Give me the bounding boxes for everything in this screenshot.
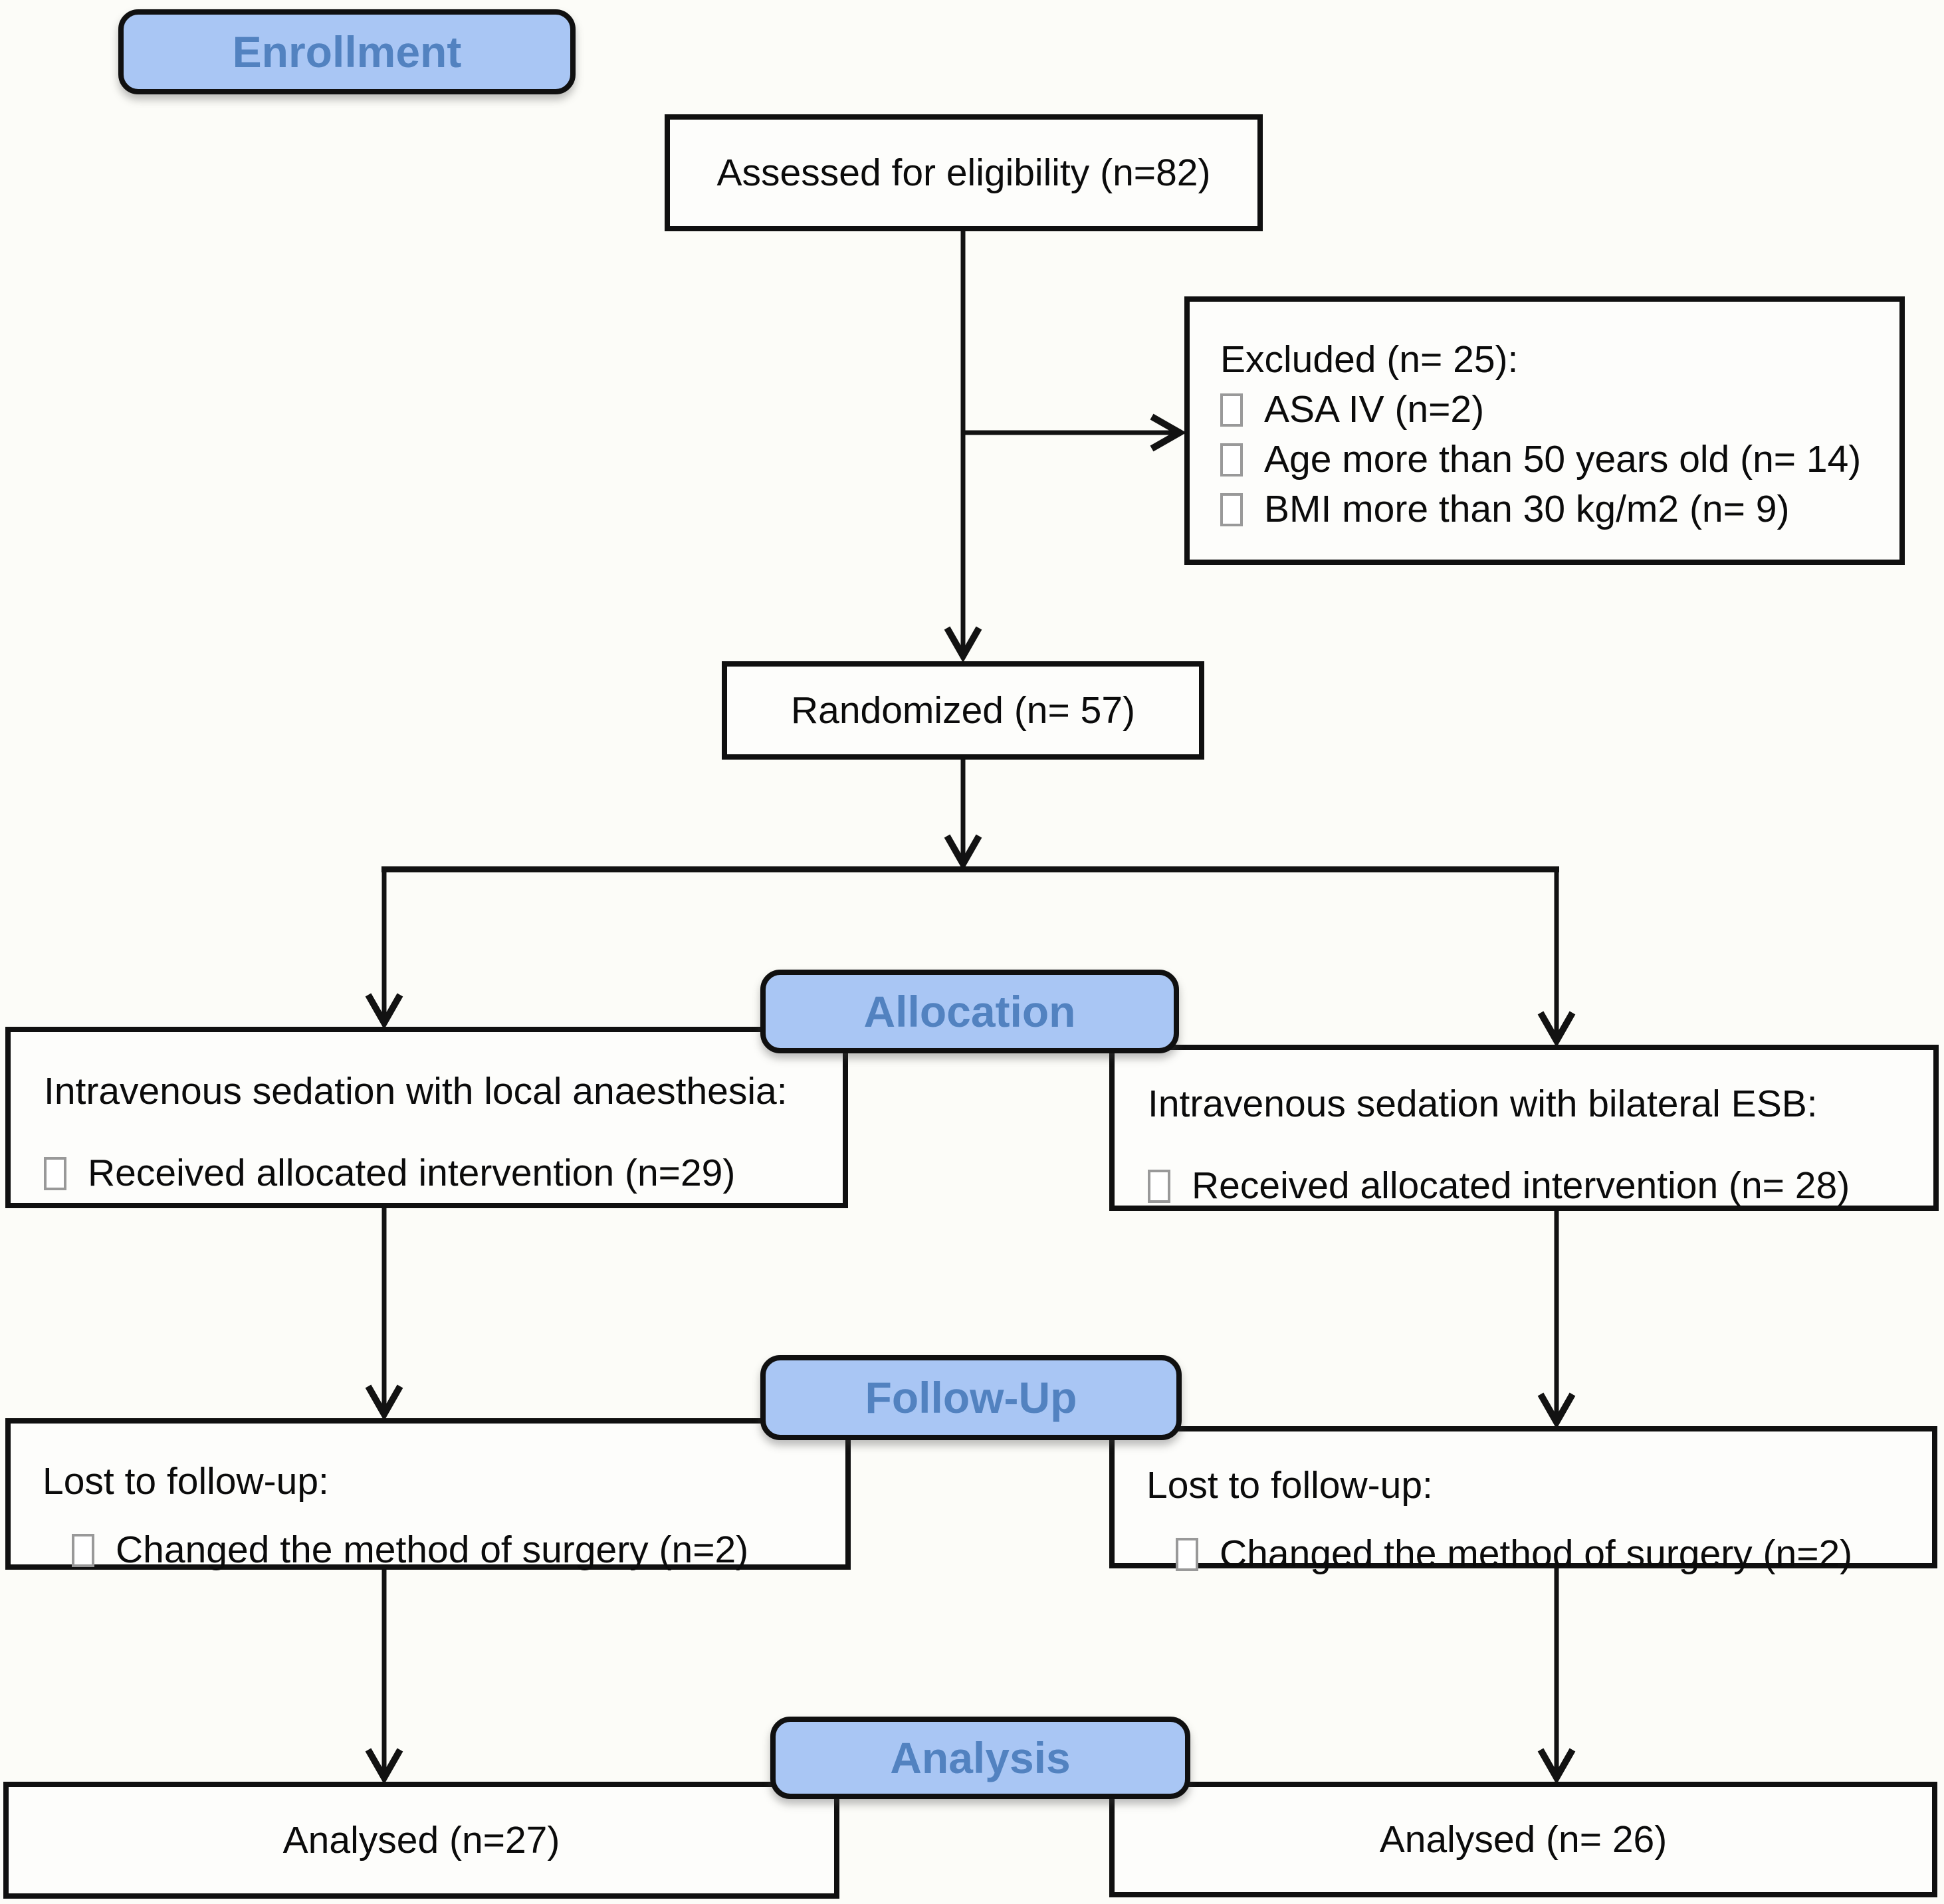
node-text: Assessed for eligibility (n=82) <box>716 151 1211 194</box>
bullet-square-icon <box>44 1156 66 1190</box>
stage-badge-allocation: Allocation <box>760 970 1179 1053</box>
node-text: Analysed (n= 26) <box>1379 1818 1668 1861</box>
list-item-text: Age more than 50 years old (n= 14) <box>1264 438 1862 480</box>
node-title: Lost to follow-up: <box>43 1460 329 1503</box>
node-title: Intravenous sedation with bilateral ESB: <box>1148 1083 1818 1125</box>
bullet-square-icon <box>1148 1169 1170 1203</box>
node-lost-to-followup-left: Lost to follow-up: Changed the method of… <box>5 1418 851 1571</box>
stage-badge-label: Enrollment <box>232 27 462 76</box>
list-item-text: Received allocated intervention (n=29) <box>88 1152 736 1194</box>
list-item: Changed the method of surgery (n=2) <box>43 1525 825 1575</box>
list-item-text: Changed the method of surgery (n=2) <box>116 1529 749 1571</box>
stage-badge-analysis: Analysis <box>770 1717 1190 1799</box>
node-text: Randomized (n= 57) <box>790 688 1136 732</box>
bullet-square-icon <box>1220 393 1243 427</box>
list-item-text: ASA IV (n=2) <box>1264 388 1485 431</box>
node-title: Lost to follow-up: <box>1146 1464 1433 1507</box>
node-allocation-local-anaesthesia: Intravenous sedation with local anaesthe… <box>5 1027 848 1208</box>
node-assessed-for-eligibility: Assessed for eligibility (n=82) <box>665 114 1263 231</box>
node-analysed-right: Analysed (n= 26) <box>1109 1782 1937 1897</box>
node-title: Intravenous sedation with local anaesthe… <box>44 1070 788 1112</box>
node-allocation-bilateral-esb: Intravenous sedation with bilateral ESB:… <box>1109 1045 1939 1211</box>
bullet-square-icon <box>1220 492 1243 526</box>
list-item: Received allocated intervention (n=29) <box>44 1148 823 1198</box>
list-item-text: Changed the method of surgery (n=2) <box>1220 1533 1853 1575</box>
bullet-square-icon <box>1176 1537 1198 1571</box>
node-title: Excluded (n= 25): <box>1220 338 1519 381</box>
node-text: Analysed (n=27) <box>282 1818 560 1861</box>
stage-badge-label: Allocation <box>863 987 1076 1036</box>
list-item-text: BMI more than 30 kg/m2 (n= 9) <box>1264 488 1790 530</box>
list-item: ASA IV (n=2) <box>1220 385 1880 435</box>
bullet-square-icon <box>72 1533 94 1567</box>
node-analysed-left: Analysed (n=27) <box>3 1782 839 1899</box>
node-lost-to-followup-right: Lost to follow-up: Changed the method of… <box>1109 1426 1937 1575</box>
stage-badge-label: Follow-Up <box>865 1373 1077 1422</box>
stage-badge-enrollment: Enrollment <box>118 9 576 94</box>
list-item: BMI more than 30 kg/m2 (n= 9) <box>1220 484 1880 534</box>
stage-badge-followup: Follow-Up <box>760 1355 1182 1440</box>
bullet-square-icon <box>1220 443 1243 476</box>
stage-badge-label: Analysis <box>890 1733 1071 1782</box>
list-item: Received allocated intervention (n= 28) <box>1148 1161 1913 1211</box>
list-item: Age more than 50 years old (n= 14) <box>1220 435 1880 484</box>
node-randomized: Randomized (n= 57) <box>722 661 1204 760</box>
list-item-text: Received allocated intervention (n= 28) <box>1192 1164 1850 1207</box>
node-excluded: Excluded (n= 25): ASA IV (n=2) Age more … <box>1184 296 1905 565</box>
list-item: Changed the method of surgery (n=2) <box>1146 1529 1912 1579</box>
